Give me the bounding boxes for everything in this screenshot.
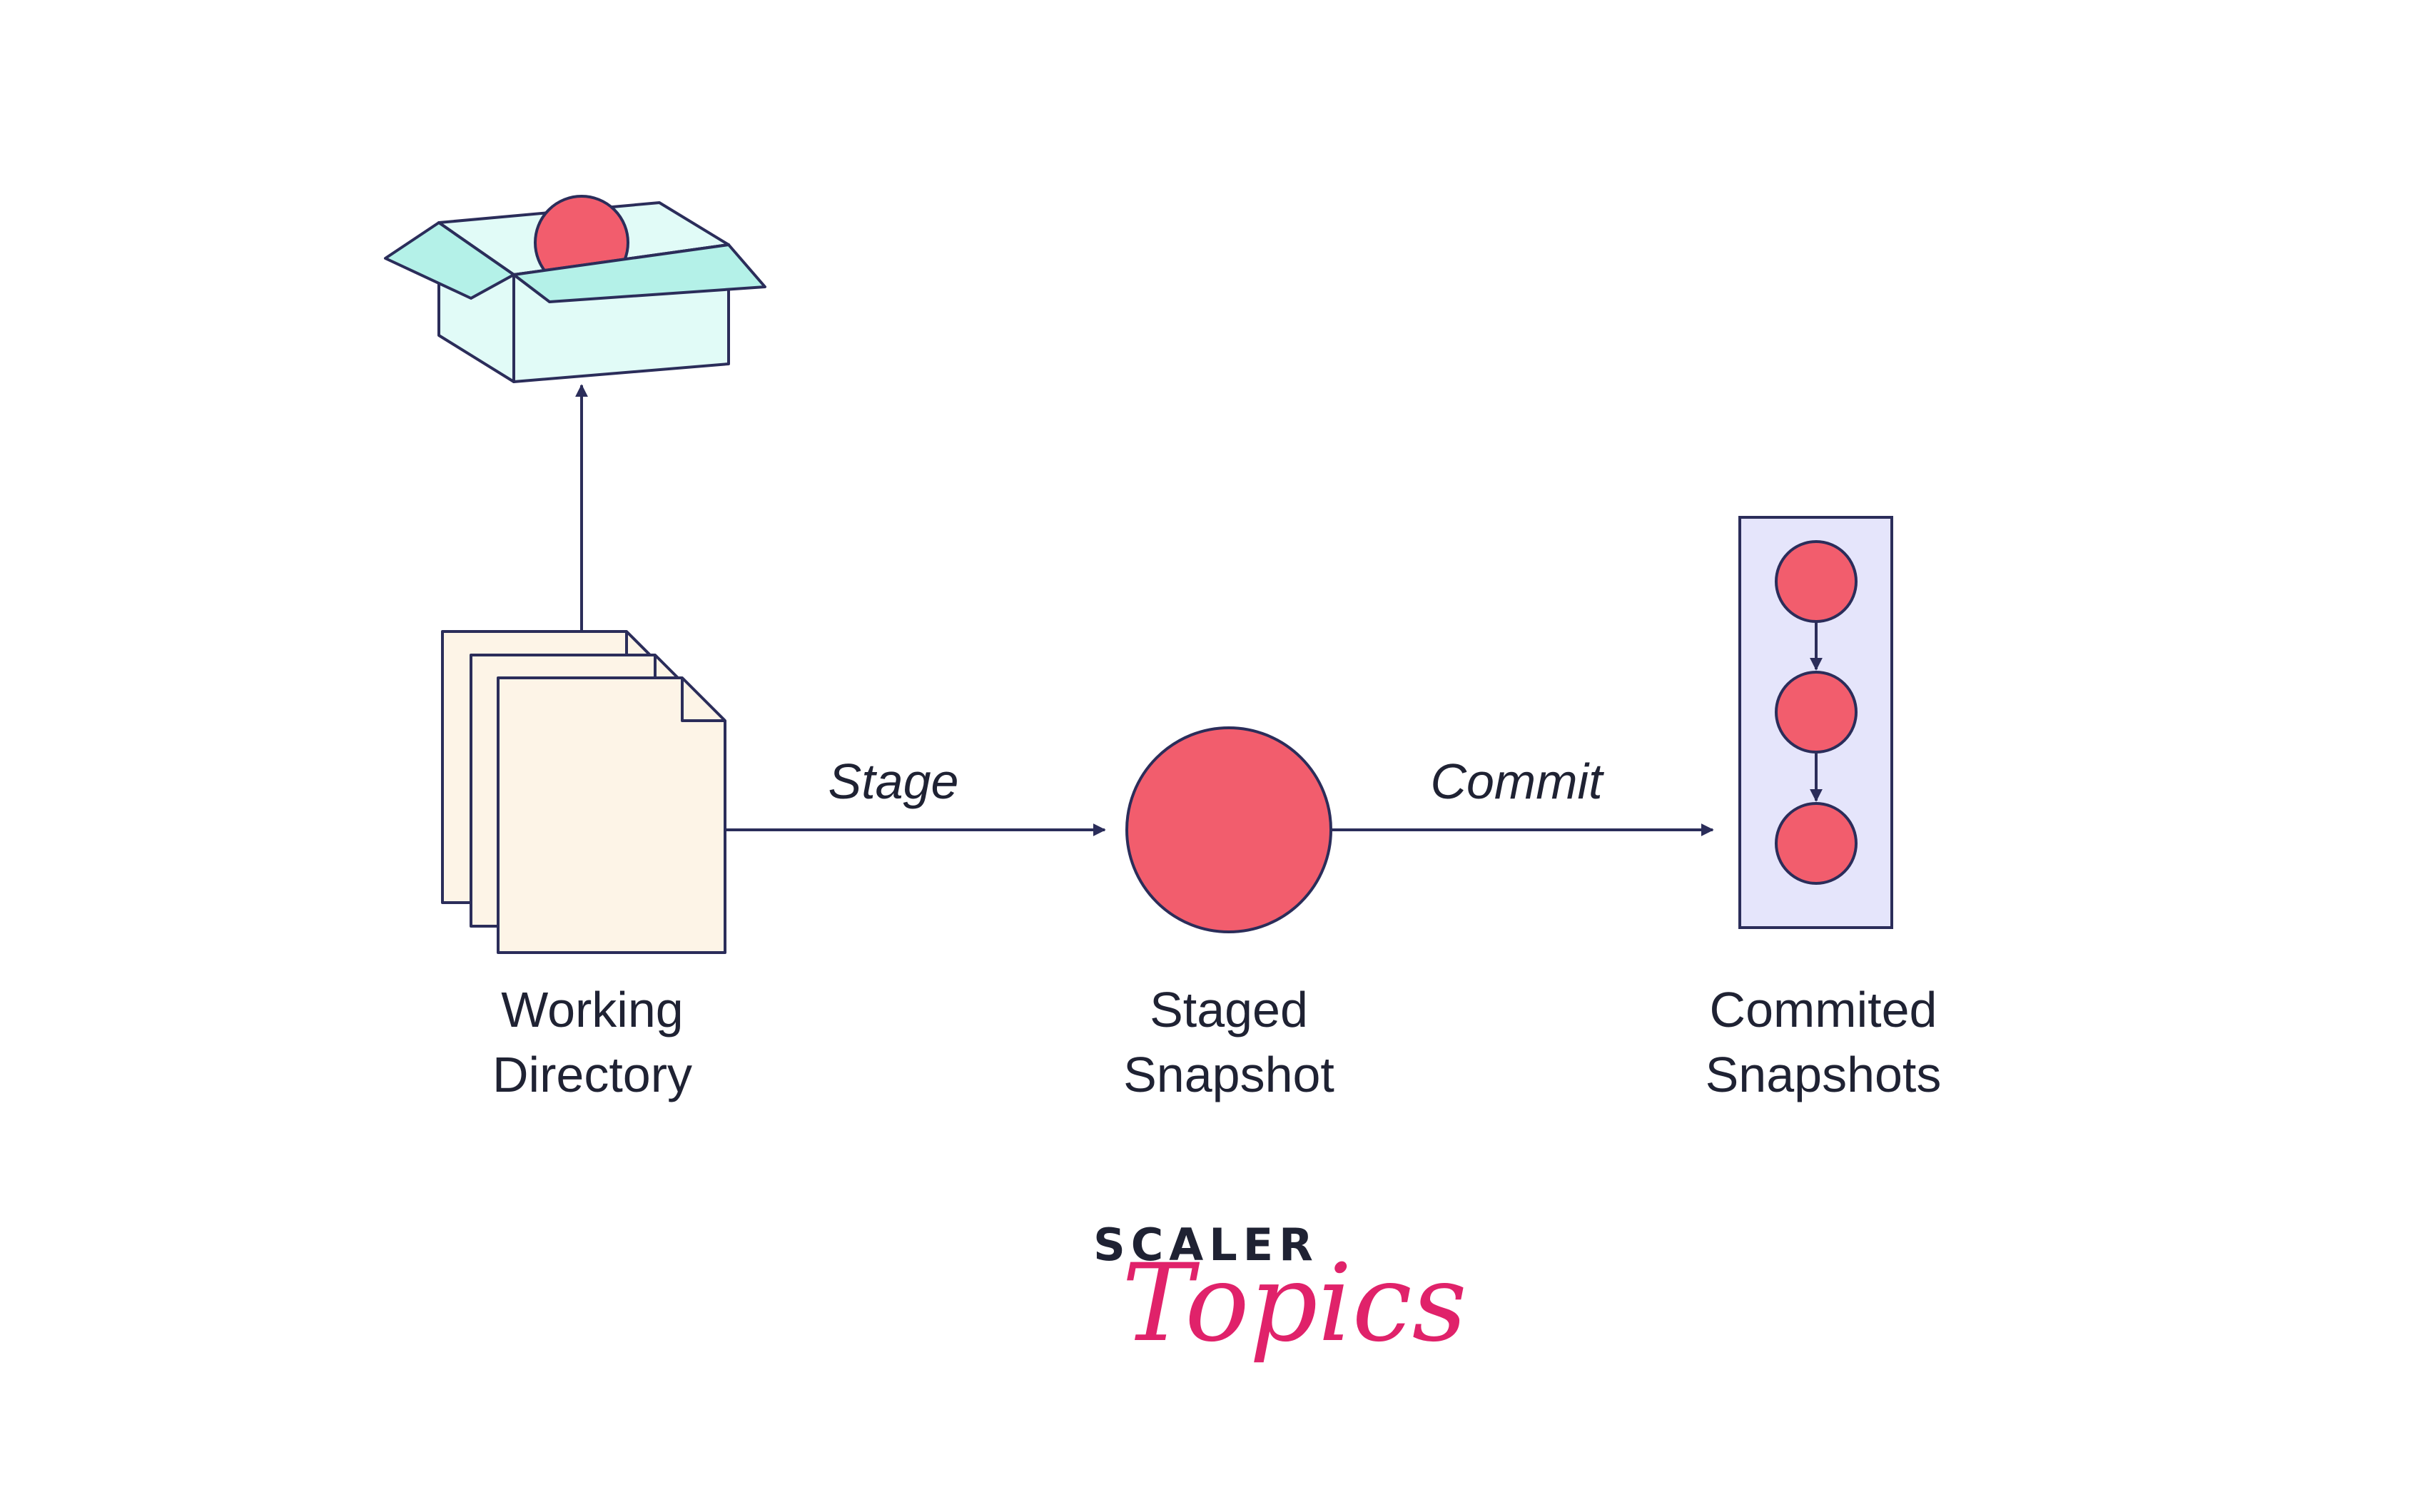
- commit-history-panel: [1738, 516, 1893, 929]
- committed-snapshots-label-line2: Snapshots: [1705, 1047, 1942, 1102]
- committed-snapshots-label: Commited Snapshots: [1609, 978, 2037, 1107]
- stage-label: Stage: [828, 754, 959, 809]
- staged-snapshot-label-line1: Staged: [1150, 982, 1308, 1037]
- brand-logo-wordmark: SCALER: [1093, 1219, 1319, 1271]
- commit-circle: [1775, 671, 1858, 754]
- commit-circle: [1775, 802, 1858, 885]
- brand-tagline: Topics: [1122, 1242, 1467, 1366]
- staged-snapshot-label: Staged Snapshot: [1015, 978, 1443, 1107]
- commit-circle: [1775, 540, 1858, 623]
- staged-snapshot-label-line2: Snapshot: [1123, 1047, 1334, 1102]
- working-directory-label-line2: Directory: [492, 1047, 693, 1102]
- commit-label: Commit: [1430, 754, 1603, 809]
- committed-snapshots-label-line1: Commited: [1709, 982, 1937, 1037]
- brand-logo-script: Topics: [1122, 1242, 1467, 1366]
- working-directory-label: Working Directory: [378, 978, 806, 1107]
- documents-icon: [441, 630, 726, 954]
- working-directory-label-line1: Working: [501, 982, 684, 1037]
- staged-snapshot-circle: [1125, 726, 1332, 933]
- open-box-icon: [384, 195, 766, 383]
